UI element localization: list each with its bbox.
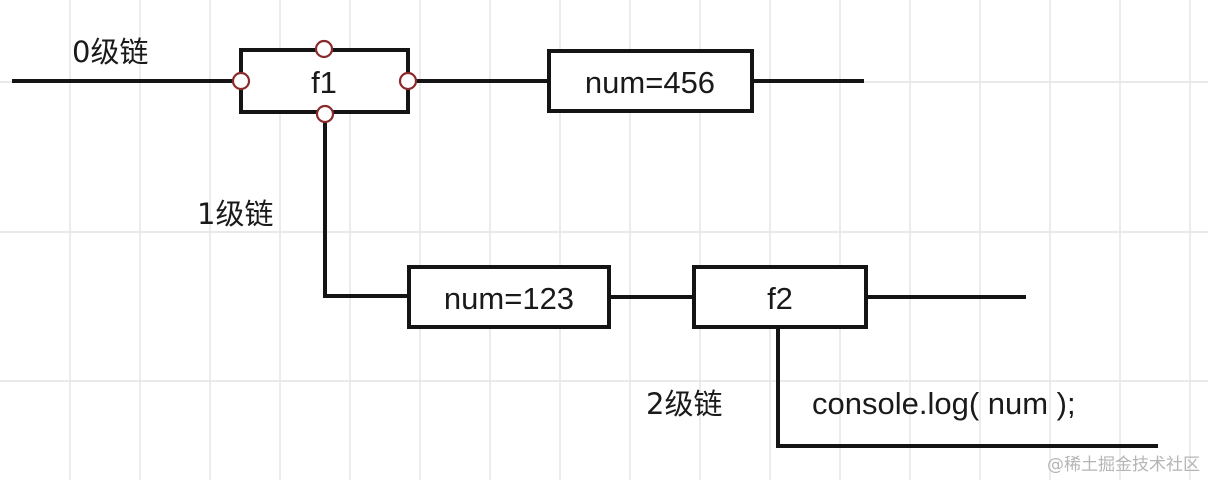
watermark-text: @稀土掘金技术社区 <box>1047 455 1200 475</box>
num456-node: num=456 <box>547 49 754 113</box>
f1-port-bottom <box>315 104 335 124</box>
num123-label: num=123 <box>444 281 574 316</box>
num123-node: num=123 <box>407 265 611 329</box>
level0-chain-label: 0级链 <box>72 35 148 69</box>
level2-chain-label: 2级链 <box>646 387 722 421</box>
console-log-code: console.log( num ); <box>812 386 1076 421</box>
num123-box <box>407 265 611 329</box>
level1-chain-wires <box>323 116 1026 299</box>
f1-label: f1 <box>311 65 337 100</box>
f1-port-right <box>398 71 418 91</box>
f2-box <box>692 265 868 329</box>
f1-port-left <box>231 71 251 91</box>
level1-chain-label: 1级链 <box>197 197 273 231</box>
f2-label: f2 <box>767 281 793 316</box>
level1-wire-drop <box>323 116 409 298</box>
level2-wire <box>776 328 1158 448</box>
f1-port-top <box>314 39 334 59</box>
f2-node: f2 <box>692 265 868 329</box>
num456-box <box>547 49 754 113</box>
num456-label: num=456 <box>585 65 715 100</box>
f1-node: f1 <box>231 39 418 124</box>
